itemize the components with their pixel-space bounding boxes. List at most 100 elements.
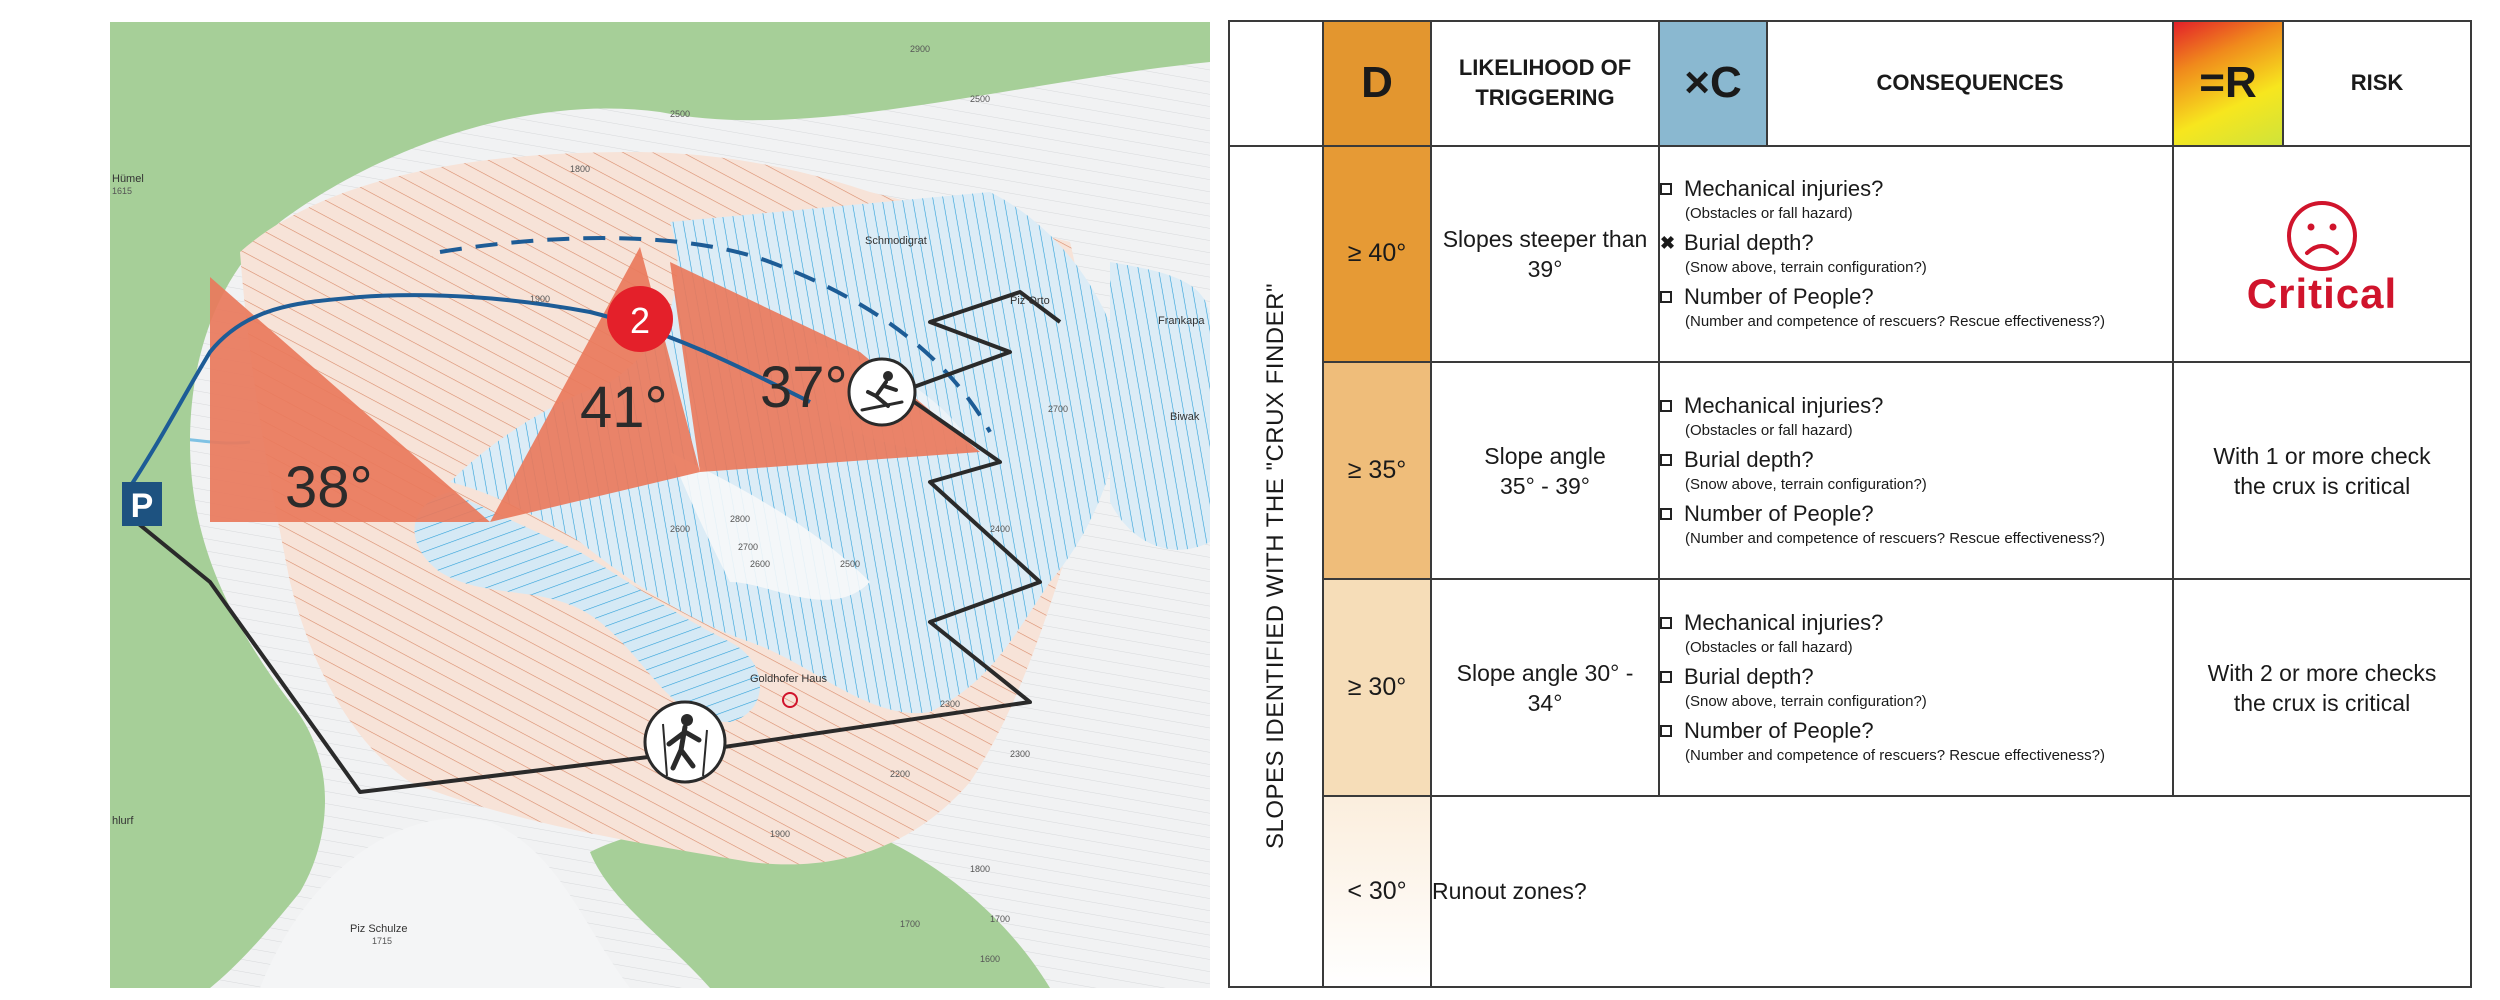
checkbox-icon <box>1660 507 1672 520</box>
header-r: =R <box>2172 20 2284 147</box>
header-row: D LIKELIHOOD OF TRIGGERING ×C CONSEQUENC… <box>1228 20 2472 147</box>
sad-face-icon <box>2287 200 2357 271</box>
likelihood-cell: Slope angle 35° - 39° <box>1430 361 1660 581</box>
elevation-label: 1700 <box>990 914 1010 924</box>
parking-label: P <box>131 487 154 525</box>
checkbox-icon <box>1660 290 1672 303</box>
place-label: hlurf <box>112 815 134 827</box>
elevation-label: 2800 <box>730 514 750 524</box>
risk-matrix-table: D LIKELIHOOD OF TRIGGERING ×C CONSEQUENC… <box>1228 20 2472 988</box>
consequence-label: Burial depth? <box>1684 663 1814 689</box>
consequence-label: Number of People? <box>1684 500 1874 526</box>
elevation-label: 1800 <box>970 864 990 874</box>
elevation-label: 2200 <box>890 769 910 779</box>
critical-label: Critical <box>2246 269 2398 317</box>
consequence-detail: (Obstacles or fall hazard) <box>1685 204 1853 222</box>
consequence-detail: (Number and competence of rescuers? Resc… <box>1685 529 2105 547</box>
topographic-map: Schmodigrat Piz Orto Frankapa Biwak Gold… <box>110 22 1210 988</box>
consequence-detail: (Snow above, terrain configuration?) <box>1685 475 1927 493</box>
d-cell: ≥ 40° <box>1322 144 1432 364</box>
consequence-label: Number of People? <box>1684 717 1874 743</box>
consequence-label: Burial depth? <box>1684 229 1814 255</box>
elevation-label: 2400 <box>990 524 1010 534</box>
elevation-label: 1600 <box>980 954 1000 964</box>
elevation-label: 2900 <box>910 44 930 54</box>
corner-cell <box>1228 20 1324 147</box>
place-label: Frankapa <box>1158 315 1205 327</box>
side-label-cell: SLOPES IDENTIFIED WITH THE "CRUX FINDER" <box>1228 144 1324 988</box>
consequence-detail: (Number and competence of rescuers? Resc… <box>1685 746 2105 764</box>
side-label: SLOPES IDENTIFIED WITH THE "CRUX FINDER" <box>1262 283 1289 850</box>
d-cell: < 30° <box>1322 795 1432 988</box>
place-label: Piz Orto <box>1010 295 1050 307</box>
elevation-label: 2600 <box>750 559 770 569</box>
checkbox-icon <box>1660 670 1672 683</box>
checkbox-icon <box>1660 616 1672 629</box>
consequences-cell: Mechanical injuries? (Obstacles or fall h… <box>1658 578 2174 798</box>
elevation-label: 1715 <box>372 936 392 946</box>
row-35: ≥ 35° Slope angle 35° - 39° Mechanical i… <box>1229 361 2472 581</box>
consequences-cell: Mechanical injuries? (Obstacles or fall h… <box>1658 144 2174 364</box>
elevation-label: 2300 <box>940 699 960 709</box>
elevation-label: 2500 <box>970 94 990 104</box>
d-cell: ≥ 30° <box>1322 578 1432 798</box>
place-label: Schmodigrat <box>865 235 927 247</box>
elevation-label: 1800 <box>570 164 590 174</box>
checkbox-icon <box>1660 724 1672 737</box>
row-40: SLOPES IDENTIFIED WITH THE "CRUX FINDER"… <box>1228 144 2472 988</box>
waypoint-number: 2 <box>630 300 650 341</box>
elevation-label: 2600 <box>670 524 690 534</box>
meadow-west <box>110 22 1210 988</box>
cross-mark-icon: ✖ <box>1660 232 1676 253</box>
checkbox-icon <box>1660 453 1672 466</box>
d-cell: ≥ 35° <box>1322 361 1432 581</box>
risk-cell: Critical <box>2172 144 2472 364</box>
traverse-route <box>122 290 1062 794</box>
row-30: ≥ 30° Slope angle 30° - 34° Mechanical i… <box>1229 578 2472 798</box>
checkbox-icon <box>1660 399 1672 412</box>
meadow-south <box>590 820 1050 988</box>
elevation-label: 1900 <box>530 294 550 304</box>
consequence-label: Mechanical injuries? <box>1684 609 1884 635</box>
ascent-route <box>122 293 811 498</box>
runout-cell: Runout zones? <box>1430 795 2472 988</box>
elevation-label: 2300 <box>1010 749 1030 759</box>
place-label: Hümel <box>112 173 144 185</box>
consequence-detail: (Obstacles or fall hazard) <box>1685 638 1853 656</box>
likelihood-cell: Slope angle 30° - 34° <box>1430 578 1660 798</box>
elevation-label: 2700 <box>1048 404 1068 414</box>
consequence-detail: (Obstacles or fall hazard) <box>1685 421 1853 439</box>
consequence-label: Number of People? <box>1684 283 1874 309</box>
elevation-label: 1900 <box>770 829 790 839</box>
slope-label-41: 41° <box>580 375 668 440</box>
elevation-label: 2500 <box>670 109 690 119</box>
header-c: ×C <box>1658 20 1768 147</box>
checkbox-icon <box>1660 182 1672 195</box>
elevation-label: 2700 <box>738 542 758 552</box>
header-consequences: CONSEQUENCES <box>1766 20 2174 147</box>
waypoint-marker[interactable]: 2 <box>607 286 673 352</box>
place-label: Piz Schulze <box>350 923 407 935</box>
consequence-detail: (Number and competence of rescuers? Resc… <box>1685 312 2105 330</box>
header-d: D <box>1322 20 1432 147</box>
place-label: Goldhofer Haus <box>750 673 828 685</box>
hut-icon <box>782 692 798 708</box>
likelihood-cell: Slopes steeper than 39° <box>1430 144 1660 364</box>
slope-label-37: 37° <box>760 355 848 420</box>
consequence-label: Burial depth? <box>1684 446 1814 472</box>
elevation-label: 1700 <box>900 919 920 929</box>
slope-38-area <box>210 277 490 522</box>
slope-label-38: 38° <box>285 455 373 520</box>
dashed-route <box>439 236 992 433</box>
consequence-label: Mechanical injuries? <box>1684 175 1884 201</box>
elevation-label: 2500 <box>840 559 860 569</box>
consequence-detail: (Snow above, terrain configuration?) <box>1685 258 1927 276</box>
row-below-30: < 30° Runout zones? <box>1229 795 2472 988</box>
header-likelihood: LIKELIHOOD OF TRIGGERING <box>1430 20 1660 147</box>
consequence-detail: (Snow above, terrain configuration?) <box>1685 692 1927 710</box>
consequence-label: Mechanical injuries? <box>1684 392 1884 418</box>
parking-icon: P <box>122 482 162 526</box>
consequences-cell: Mechanical injuries? (Obstacles or fall h… <box>1658 361 2174 581</box>
header-risk: RISK <box>2282 20 2472 147</box>
elevation-label: 1615 <box>112 186 132 196</box>
